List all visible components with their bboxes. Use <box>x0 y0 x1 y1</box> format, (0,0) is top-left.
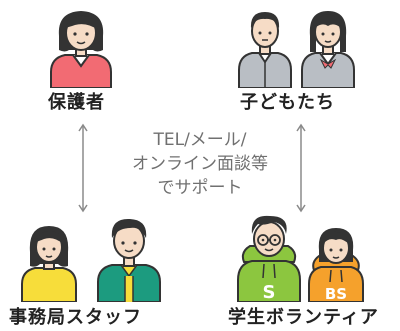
support-description: TEL/メール/ オンライン面談等 でサポート <box>100 128 300 200</box>
office-staff-label: 事務局スタッフ <box>9 307 142 328</box>
support-line-1: TEL/メール/ <box>153 130 247 150</box>
volunteer-man-icon: S <box>237 215 301 302</box>
girl-student-icon <box>301 11 355 88</box>
staff-man-icon <box>97 218 161 302</box>
student-volunteers-label: 学生ボランティア <box>228 307 379 328</box>
left-double-arrow-icon <box>78 123 88 213</box>
children-label: 子どもたち <box>240 92 335 113</box>
boy-student-icon <box>238 12 292 88</box>
guardian-woman-icon <box>50 11 112 88</box>
staff-woman-icon <box>21 226 77 302</box>
hoodie-print-green: S <box>263 282 276 302</box>
hoodie-print-orange: BS <box>325 285 347 302</box>
guardian-label: 保護者 <box>48 92 105 113</box>
support-line-2: オンライン面談等 <box>132 154 268 174</box>
volunteer-woman-icon: BS <box>308 228 364 302</box>
support-line-3: でサポート <box>157 178 243 198</box>
right-double-arrow-icon <box>296 123 306 213</box>
